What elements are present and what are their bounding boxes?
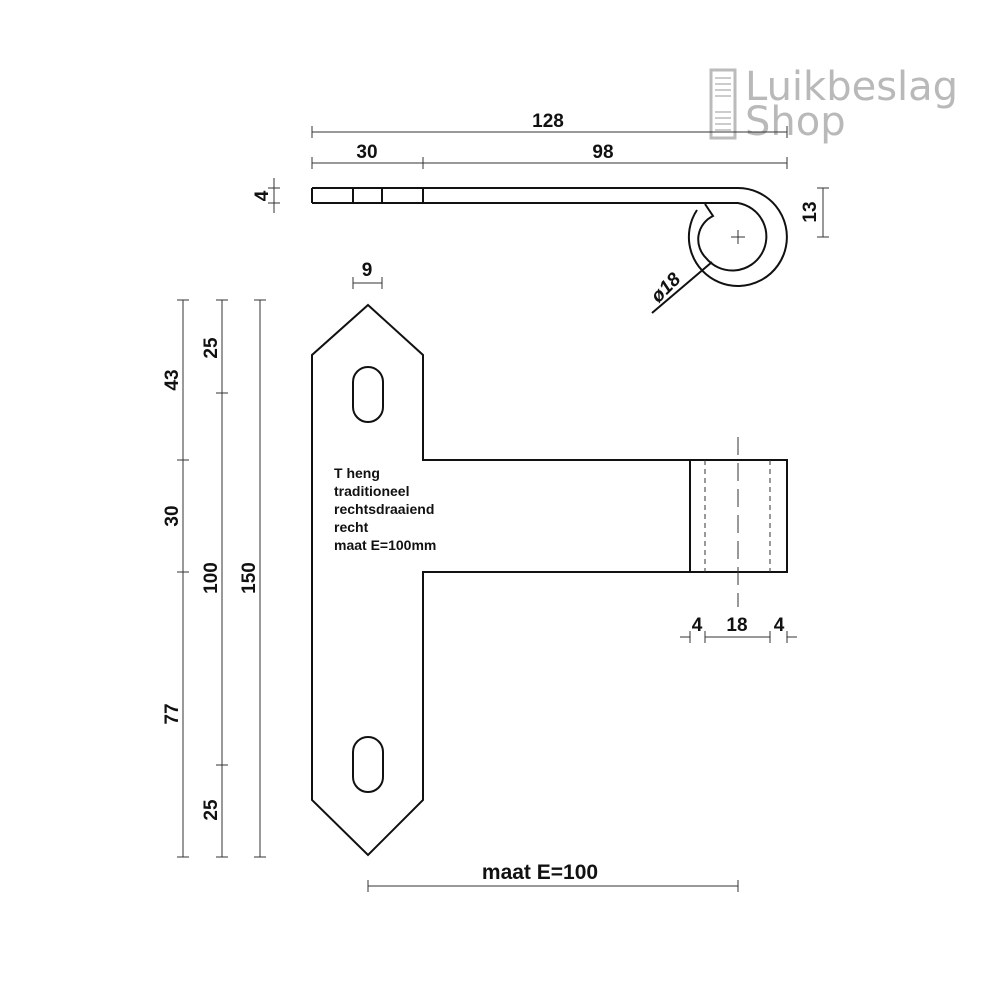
dim-left-top: 43 [162,369,183,390]
dim-left-middle: 30 [162,505,183,526]
screw-slot-bottom [352,736,384,793]
dim-total-length: 128 [532,111,564,132]
dim-tip-width: 9 [362,260,373,281]
note-line-3: rechtsdraaiend [334,501,434,517]
dim-segment-a: 30 [356,142,377,163]
note-line-5: maat E=100mm [334,537,436,553]
dim-maat-e: maat E=100 [482,861,598,884]
side-view: 128 30 98 4 13 ø18 [252,111,829,314]
screw-slot-top [352,366,384,423]
dim-mid-middle: 100 [201,562,222,594]
center-mark-icon [731,230,745,244]
hinge-outline [311,303,691,857]
dim-mid-top: 25 [201,337,222,359]
note-line-4: recht [334,519,369,535]
dim-barrel-center: 18 [726,615,747,636]
logo-text-line1: Luikbeslag [745,64,958,110]
dim-left-bottom: 77 [162,703,183,724]
note-line-2: traditioneel [334,483,409,499]
strap-inner-edge [312,202,768,272]
note-line-1: T heng [334,465,380,481]
front-view: T heng traditioneel rechtsdraaiend recht… [162,260,797,892]
dim-barrel-left: 4 [692,615,703,636]
logo-icon [709,68,737,140]
dim-mid-bottom: 25 [201,799,222,821]
dim-pin-diameter: ø18 [647,269,685,307]
dim-thickness: 4 [252,190,273,201]
dim-overall-height: 150 [239,562,260,594]
logo: Luikbeslag Shop [709,64,958,145]
dim-segment-b: 98 [592,142,613,163]
dim-barrel-right: 4 [774,615,785,636]
strap-outer-edge [312,187,788,287]
dim-curl-height: 13 [800,201,821,222]
logo-text-line2: Shop [745,99,846,145]
